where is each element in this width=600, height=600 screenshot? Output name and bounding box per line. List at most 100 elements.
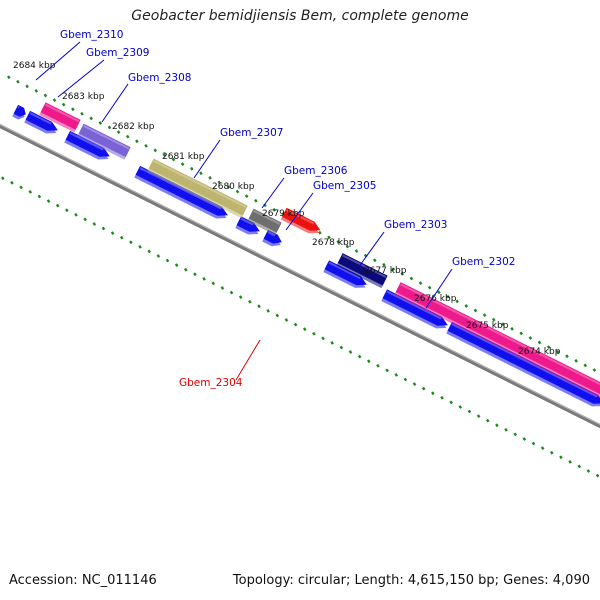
outer-tick-mark <box>171 157 176 162</box>
cds-arrow <box>24 110 58 134</box>
outer-tick-mark <box>208 175 212 180</box>
gene-label: Gbem_2306 <box>284 165 348 177</box>
outer-tick-mark <box>16 79 20 84</box>
inner-tick-mark <box>403 377 408 382</box>
label-leader-line <box>357 231 385 269</box>
outer-tick-mark <box>528 336 533 340</box>
cds-arrow-face <box>236 216 260 232</box>
gene-gbem-2310-face <box>40 102 81 130</box>
inner-tick-mark <box>275 313 280 318</box>
outer-tick-mark <box>336 240 340 244</box>
inner-tick-mark <box>110 231 115 235</box>
label-leader-line <box>35 41 81 81</box>
inner-tick-mark <box>367 359 371 364</box>
inner-tick-mark <box>138 244 142 249</box>
accession-text: Accession: NC_011146 <box>9 573 157 588</box>
inner-tick-mark <box>1 176 5 181</box>
inner-tick-mark <box>504 427 508 432</box>
cds-arrow-face <box>25 110 58 131</box>
outer-tick-mark <box>345 244 350 249</box>
cds-arrow-highlight <box>240 217 254 226</box>
feature-track <box>39 102 600 398</box>
genome-backbone <box>0 123 600 429</box>
outer-tick-mark <box>565 354 569 359</box>
label-leader-line <box>101 83 129 123</box>
outer-tick-mark <box>373 258 377 263</box>
outer-tick-mark <box>199 171 203 176</box>
gene-gbem-2304 <box>280 207 321 234</box>
kbp-label: 2683 kbp <box>62 92 105 102</box>
kbp-label: 2675 kbp <box>466 321 509 331</box>
cds-arrow-highlight <box>17 106 20 109</box>
kbp-label: 2679 kbp <box>262 209 305 219</box>
label-leader-line <box>285 192 314 231</box>
outer-tick-mark <box>382 262 386 267</box>
cds-arrow-face <box>382 289 448 326</box>
inner-tick-mark <box>577 464 582 469</box>
cds-arrow <box>235 216 260 235</box>
outer-tick-mark <box>180 162 185 166</box>
outer-tick-mark <box>354 249 359 253</box>
inner-tick-mark <box>431 391 435 396</box>
outer-tick-mark <box>583 363 588 368</box>
inner-tick-mark <box>302 327 307 332</box>
outer-tick-mark <box>244 194 249 199</box>
inner-tick-mark <box>385 368 389 373</box>
outer-tick-mark <box>491 317 496 322</box>
cds-arrow-face <box>324 260 367 286</box>
inner-tick-mark <box>10 180 14 185</box>
kbp-label: 2677 kbp <box>364 266 407 276</box>
label-leader-line <box>261 177 285 209</box>
gene-gbem-2302 <box>394 282 600 398</box>
inner-tick-mark <box>476 414 481 418</box>
outer-tick-mark <box>89 116 93 121</box>
gene-label: Gbem_2309 <box>86 47 149 59</box>
kbp-label: 2680 kbp <box>212 182 255 192</box>
inner-tick-mark <box>586 469 591 473</box>
label-leader-line <box>235 339 261 381</box>
inner-tick-mark <box>321 336 325 341</box>
outer-tick-mark <box>482 313 487 317</box>
gene-gbem-2307 <box>147 158 248 219</box>
inner-tick-mark <box>458 405 463 409</box>
gene-label: Gbem_2308 <box>128 72 191 84</box>
inner-tick-mark <box>339 345 344 350</box>
backbone-track <box>0 123 600 429</box>
outer-tick-mark <box>409 276 414 281</box>
outer-tick-mark <box>272 208 276 212</box>
inner-tick-mark <box>522 437 527 441</box>
gene-gbem-2309-highlight <box>83 125 130 150</box>
outer-tick-mark <box>254 198 258 203</box>
cds-arrow <box>64 130 110 160</box>
inner-tick-mark <box>46 199 51 203</box>
outer-tick-mark <box>556 349 560 354</box>
inner-tick-mark <box>449 400 453 405</box>
cds-arrow <box>134 165 228 219</box>
inner-tick-mark <box>248 299 252 304</box>
cds-arrow <box>381 289 448 329</box>
gene-label: Gbem_2303 <box>384 219 447 231</box>
inner-tick-mark <box>119 235 124 240</box>
outer-tick-mark <box>43 93 48 98</box>
genome-summary-text: Topology: circular; Length: 4,615,150 bp… <box>232 573 590 588</box>
gene-gbem-2306-highlight <box>253 209 281 225</box>
kbp-label: 2674 kbp <box>518 347 561 357</box>
outer-tick-mark <box>519 331 523 336</box>
cds-arrow-highlight <box>139 167 222 210</box>
cds-arrow <box>323 260 367 288</box>
cds-track <box>12 104 600 407</box>
gene-gbem-2310 <box>39 102 81 133</box>
gene-gbem-2304-highlight <box>286 209 315 225</box>
gene-gbem-2303-face <box>337 253 388 286</box>
inner-tick-mark <box>55 203 60 208</box>
cds-arrow-highlight <box>69 132 104 151</box>
cds-arrow-highlight <box>267 231 276 237</box>
cds-arrow-face <box>65 130 110 157</box>
inner-tick-mark <box>83 217 87 222</box>
gene-gbem-2303-highlight <box>342 254 387 278</box>
outer-tick-mark <box>153 148 157 153</box>
inner-tick-mark <box>293 322 298 327</box>
outer-tick-mark <box>125 134 130 139</box>
inner-tick-mark <box>467 409 472 414</box>
gene-gbem-2307-face <box>148 158 248 216</box>
